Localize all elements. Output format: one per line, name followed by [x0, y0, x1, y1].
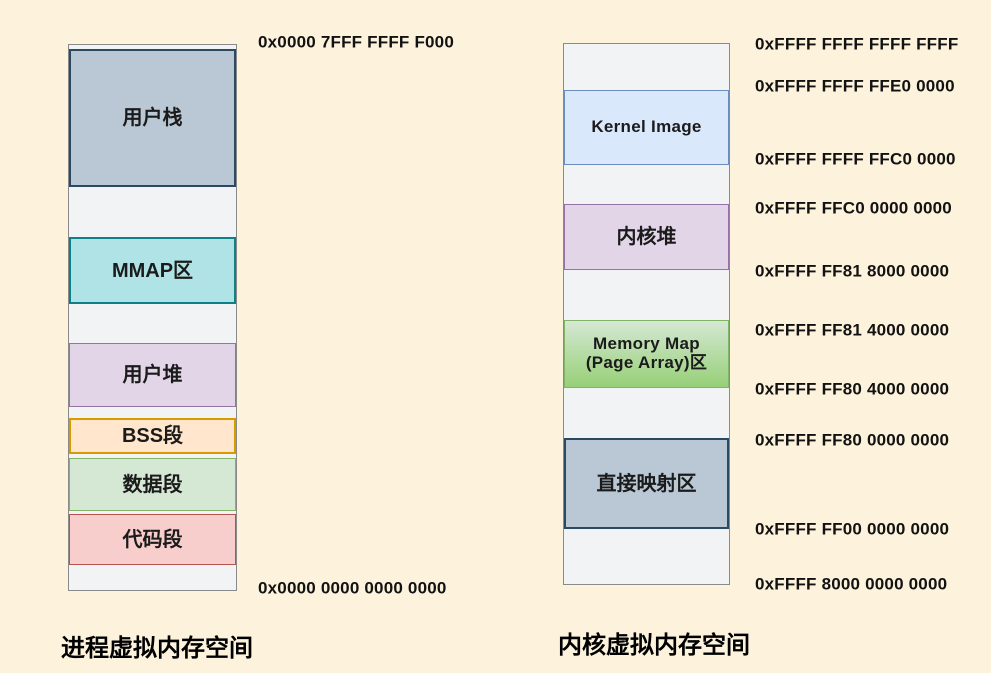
kernel-virtual-memory-address-label: 0xFFFF FF81 4000 0000 — [755, 320, 950, 340]
mmap-segment: MMAP区 — [69, 237, 236, 304]
kernel-memory-column: Kernel Image 内核堆 Memory Map (Page Array)区直… — [563, 43, 730, 585]
kernel-virtual-memory-address-label: 0xFFFF FF00 0000 0000 — [755, 519, 950, 539]
kernel-memory-title: 内核虚拟内存空间 — [558, 632, 750, 659]
memory-map-segment: Memory Map (Page Array)区 — [564, 320, 729, 388]
process-virtual-memory-address-label: 0x0000 0000 0000 0000 — [258, 578, 447, 598]
code-segment: 代码段 — [69, 514, 236, 565]
kernel-virtual-memory-address-label: 0xFFFF FFFF FFE0 0000 — [755, 76, 955, 96]
kernel-virtual-memory-address-label: 0xFFFF FFFF FFC0 0000 — [755, 149, 956, 169]
process-memory-column: 用户栈 MMAP区用户堆 BSS段数据段代码段 — [68, 44, 237, 591]
kernel-virtual-memory-address-label: 0xFFFF FF80 0000 0000 — [755, 430, 950, 450]
kernel-image-segment: Kernel Image — [564, 90, 729, 165]
user-heap-segment: 用户堆 — [69, 343, 236, 407]
kernel-virtual-memory-address-label: 0xFFFF FFFF FFFF FFFF — [755, 34, 959, 54]
user-stack-segment: 用户栈 — [69, 49, 236, 187]
direct-map-segment: 直接映射区 — [564, 438, 729, 529]
process-memory-title: 进程虚拟内存空间 — [61, 635, 253, 662]
kernel-virtual-memory-address-label: 0xFFFF 8000 0000 0000 — [755, 574, 948, 594]
process-virtual-memory-address-label: 0x0000 7FFF FFFF F000 — [258, 32, 454, 52]
kernel-virtual-memory-address-label: 0xFFFF FF81 8000 0000 — [755, 261, 950, 281]
data-segment: 数据段 — [69, 458, 236, 511]
kernel-heap-segment: 内核堆 — [564, 204, 729, 270]
kernel-virtual-memory-address-label: 0xFFFF FFC0 0000 0000 — [755, 198, 952, 218]
kernel-virtual-memory-address-label: 0xFFFF FF80 4000 0000 — [755, 379, 950, 399]
bss-segment: BSS段 — [69, 418, 236, 454]
